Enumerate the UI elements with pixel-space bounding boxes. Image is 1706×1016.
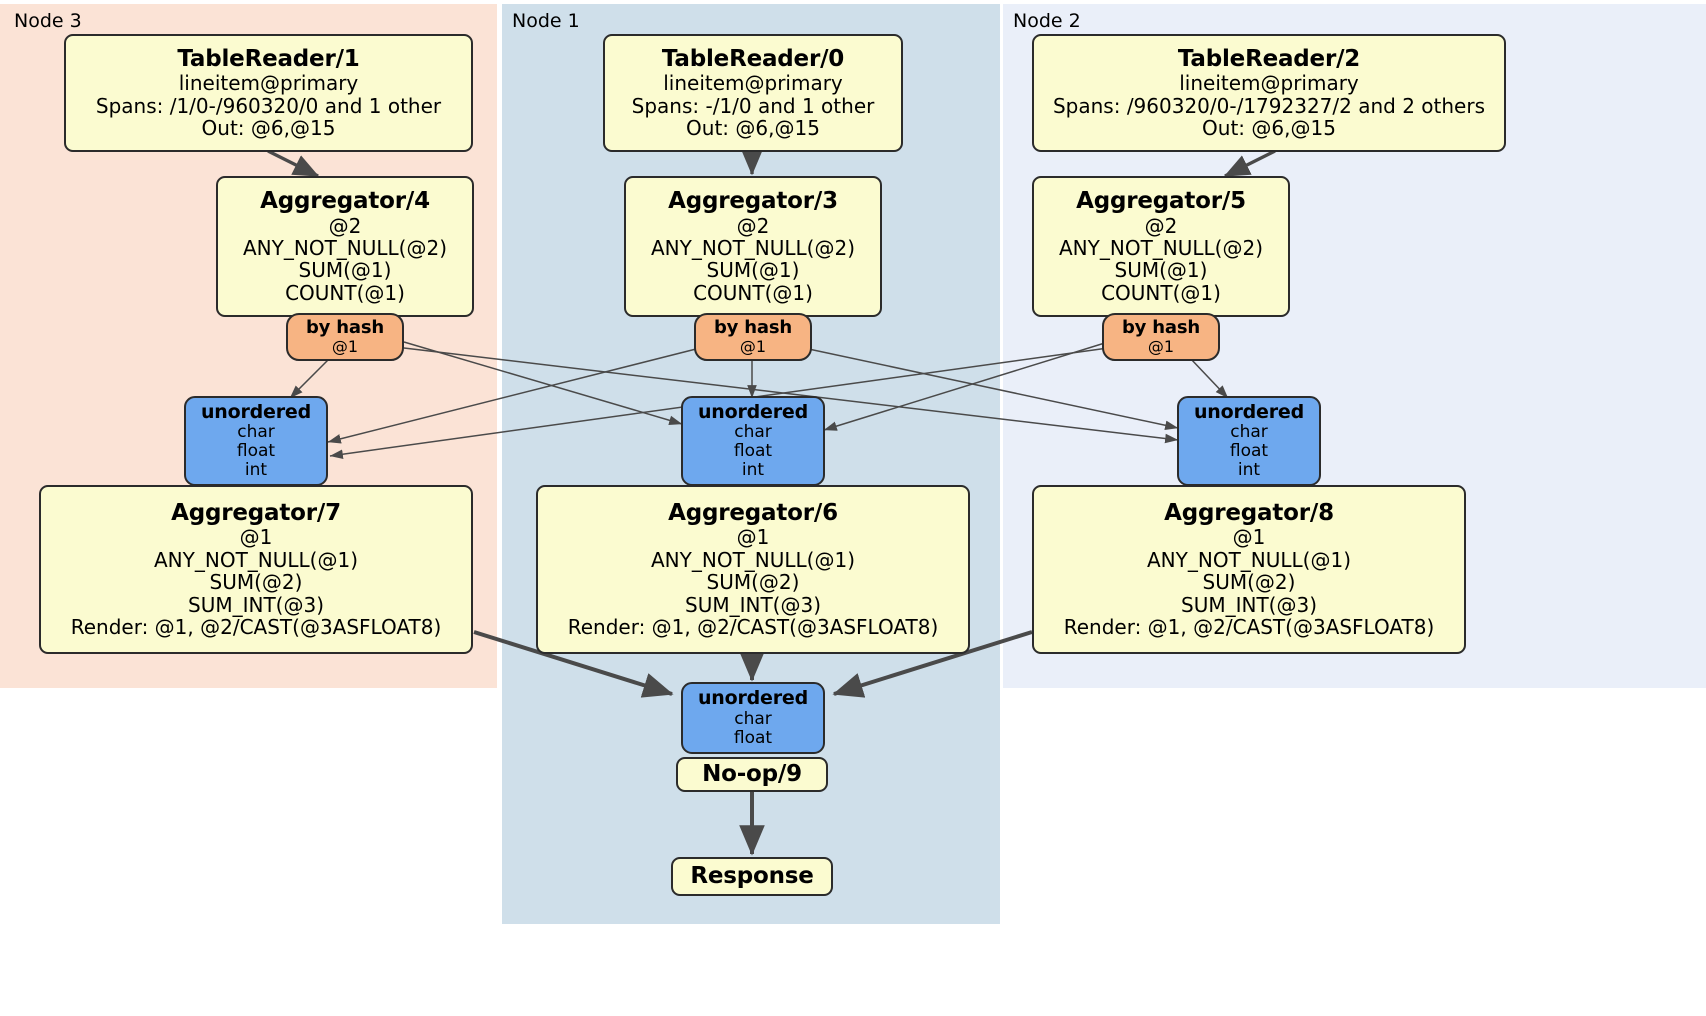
router-by-hash-left[interactable]: by hash @1	[286, 313, 404, 361]
router-right-cols: @1	[1147, 337, 1175, 357]
panel-label-node-1: Node 1	[512, 10, 580, 32]
aggregator-6-func-3: SUM_INT(@3)	[685, 592, 821, 617]
tablereader-1-table: lineitem@primary	[178, 71, 359, 96]
tablereader-1-title: TableReader/1	[177, 45, 360, 72]
aggregator-3-title: Aggregator/3	[668, 187, 838, 214]
aggregator-7-title: Aggregator/7	[171, 499, 341, 526]
processor-aggregator-7[interactable]: Aggregator/7 @1 ANY_NOT_NULL(@1) SUM(@2)…	[39, 485, 473, 654]
sync-final-type-1: char	[734, 708, 772, 729]
sync-final-type-2: float	[733, 727, 773, 748]
aggregator-7-func-2: SUM(@2)	[209, 570, 303, 595]
tablereader-1-out: Out: @6,@15	[201, 116, 336, 141]
processor-aggregator-6[interactable]: Aggregator/6 @1 ANY_NOT_NULL(@1) SUM(@2)…	[536, 485, 970, 654]
sync-center-type-2: float	[733, 441, 773, 462]
panel-label-node-3: Node 3	[14, 10, 82, 32]
sync-center-type-1: char	[734, 422, 772, 443]
processor-tablereader-0[interactable]: TableReader/0 lineitem@primary Spans: -/…	[603, 34, 903, 152]
aggregator-5-title: Aggregator/5	[1076, 187, 1246, 214]
tablereader-0-spans: Spans: -/1/0 and 1 other	[631, 93, 875, 118]
synchronizer-unordered-final[interactable]: unordered char float	[681, 682, 825, 754]
aggregator-8-group: @1	[1232, 525, 1266, 550]
sync-final-title: unordered	[697, 687, 809, 710]
aggregator-8-title: Aggregator/8	[1164, 499, 1334, 526]
tablereader-2-out: Out: @6,@15	[1202, 116, 1336, 141]
aggregator-4-func-2: SUM(@1)	[298, 258, 392, 283]
router-right-title: by hash	[1122, 316, 1200, 338]
aggregator-3-func-1: ANY_NOT_NULL(@2)	[651, 235, 855, 260]
sync-center-title: unordered	[697, 400, 809, 423]
router-center-cols: @1	[739, 337, 767, 357]
router-by-hash-right[interactable]: by hash @1	[1102, 313, 1220, 361]
aggregator-4-func-3: COUNT(@1)	[285, 280, 405, 305]
sync-left-type-2: float	[236, 441, 276, 462]
sync-left-title: unordered	[200, 400, 312, 423]
processor-aggregator-5[interactable]: Aggregator/5 @2 ANY_NOT_NULL(@2) SUM(@1)…	[1032, 176, 1290, 317]
noop-9-title: No-op/9	[702, 760, 802, 787]
aggregator-8-func-1: ANY_NOT_NULL(@1)	[1147, 547, 1351, 572]
processor-aggregator-3[interactable]: Aggregator/3 @2 ANY_NOT_NULL(@2) SUM(@1)…	[624, 176, 882, 317]
sync-left-type-3: int	[244, 460, 268, 481]
sync-right-type-2: float	[1229, 441, 1269, 462]
sync-center-type-3: int	[741, 460, 765, 481]
aggregator-6-title: Aggregator/6	[668, 499, 838, 526]
router-left-title: by hash	[306, 316, 384, 338]
processor-noop-9[interactable]: No-op/9	[676, 757, 828, 792]
tablereader-1-spans: Spans: /1/0-/960320/0 and 1 other	[95, 93, 442, 118]
aggregator-5-group: @2	[1144, 213, 1178, 238]
panel-label-node-2: Node 2	[1013, 10, 1081, 32]
aggregator-6-render: Render: @1, @2/CAST(@3ASFLOAT8)	[567, 614, 939, 639]
router-center-title: by hash	[714, 316, 792, 338]
sync-right-type-1: char	[1230, 422, 1268, 443]
aggregator-5-func-3: COUNT(@1)	[1101, 280, 1221, 305]
aggregator-8-render: Render: @1, @2/CAST(@3ASFLOAT8)	[1063, 614, 1435, 639]
tablereader-2-title: TableReader/2	[1177, 45, 1361, 72]
tablereader-2-spans: Spans: /960320/0-/1792327/2 and 2 others	[1052, 93, 1485, 118]
processor-aggregator-4[interactable]: Aggregator/4 @2 ANY_NOT_NULL(@2) SUM(@1)…	[216, 176, 474, 317]
tablereader-0-title: TableReader/0	[661, 45, 845, 72]
processor-response[interactable]: Response	[671, 857, 833, 896]
aggregator-4-group: @2	[328, 213, 362, 238]
aggregator-8-func-2: SUM(@2)	[1202, 570, 1296, 595]
aggregator-4-title: Aggregator/4	[260, 187, 430, 214]
sync-right-type-3: int	[1237, 460, 1261, 481]
tablereader-0-table: lineitem@primary	[663, 71, 843, 96]
sync-right-title: unordered	[1193, 400, 1305, 423]
router-left-cols: @1	[331, 337, 359, 357]
aggregator-3-func-3: COUNT(@1)	[693, 280, 813, 305]
aggregator-4-func-1: ANY_NOT_NULL(@2)	[243, 235, 447, 260]
aggregator-7-func-3: SUM_INT(@3)	[188, 592, 324, 617]
sync-left-type-1: char	[237, 422, 275, 443]
aggregator-3-func-2: SUM(@1)	[706, 258, 800, 283]
aggregator-5-func-2: SUM(@1)	[1114, 258, 1208, 283]
aggregator-7-func-1: ANY_NOT_NULL(@1)	[154, 547, 358, 572]
aggregator-6-func-1: ANY_NOT_NULL(@1)	[651, 547, 855, 572]
tablereader-0-out: Out: @6,@15	[686, 116, 820, 141]
response-title: Response	[690, 862, 814, 889]
processor-tablereader-2[interactable]: TableReader/2 lineitem@primary Spans: /9…	[1032, 34, 1506, 152]
aggregator-7-render: Render: @1, @2/CAST(@3ASFLOAT8)	[70, 614, 442, 639]
aggregator-6-group: @1	[736, 525, 770, 550]
aggregator-7-group: @1	[239, 525, 273, 550]
aggregator-5-func-1: ANY_NOT_NULL(@2)	[1059, 235, 1263, 260]
tablereader-2-table: lineitem@primary	[1179, 71, 1359, 96]
aggregator-3-group: @2	[736, 213, 770, 238]
aggregator-6-func-2: SUM(@2)	[706, 570, 800, 595]
synchronizer-unordered-center[interactable]: unordered char float int	[681, 396, 825, 486]
aggregator-8-func-3: SUM_INT(@3)	[1181, 592, 1317, 617]
processor-tablereader-1[interactable]: TableReader/1 lineitem@primary Spans: /1…	[64, 34, 473, 152]
router-by-hash-center[interactable]: by hash @1	[694, 313, 812, 361]
synchronizer-unordered-left[interactable]: unordered char float int	[184, 396, 328, 486]
synchronizer-unordered-right[interactable]: unordered char float int	[1177, 396, 1321, 486]
processor-aggregator-8[interactable]: Aggregator/8 @1 ANY_NOT_NULL(@1) SUM(@2)…	[1032, 485, 1466, 654]
